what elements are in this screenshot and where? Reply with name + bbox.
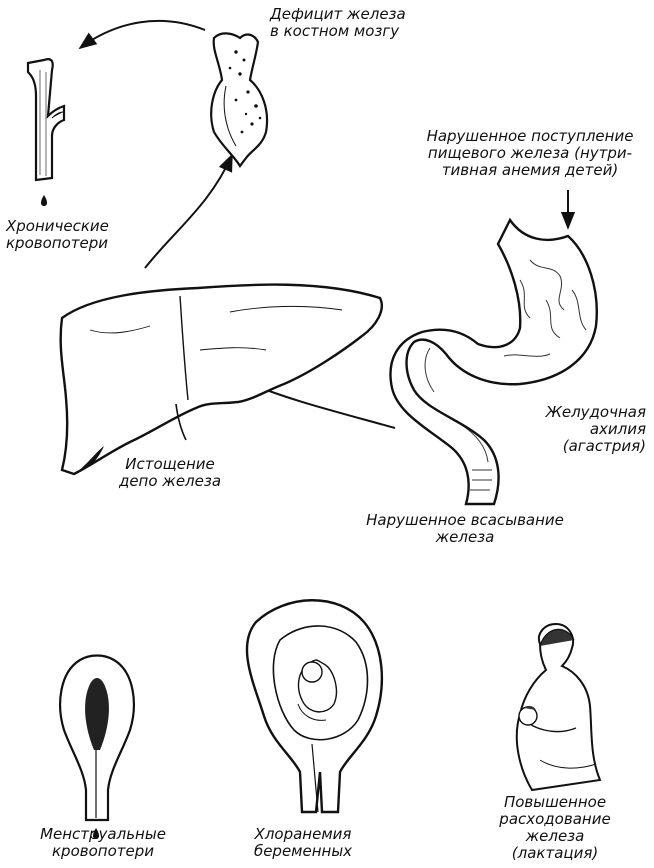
label-gastric-achylia: Желудочная ахилия (агастрия) (510, 404, 646, 455)
liver-illustration (61, 285, 382, 474)
bleeding-vessel-illustration (28, 59, 64, 206)
label-bone-marrow-deficit: Дефицит железа в костном мозгу (270, 6, 406, 40)
arrow-marrow-to-vessel (80, 21, 205, 48)
label-chlorosis-pregnancy: Хлоранемия беременных (238, 826, 368, 860)
bone-marrow-illustration (211, 33, 267, 166)
label-impaired-absorption: Нарушенное всасывание железа (340, 512, 590, 546)
nursing-mother-illustration (517, 624, 600, 790)
label-increased-consumption: Повышенное расходование железа (лактация… (480, 794, 630, 862)
pregnant-uterus-illustration (247, 600, 382, 812)
label-depot-depletion: Истощение депо железа (110, 456, 230, 490)
label-impaired-intake: Нарушенное поступление пищевого железа (… (410, 128, 650, 179)
arrow-liver-to-marrow (145, 155, 232, 268)
uterus-menstrual-illustration (60, 656, 134, 840)
label-menstrual-blood-loss: Менструальные кровопотери (28, 826, 178, 860)
label-chronic-blood-loss: Хронические кровопотери (6, 218, 109, 252)
stomach-illustration (390, 220, 596, 504)
